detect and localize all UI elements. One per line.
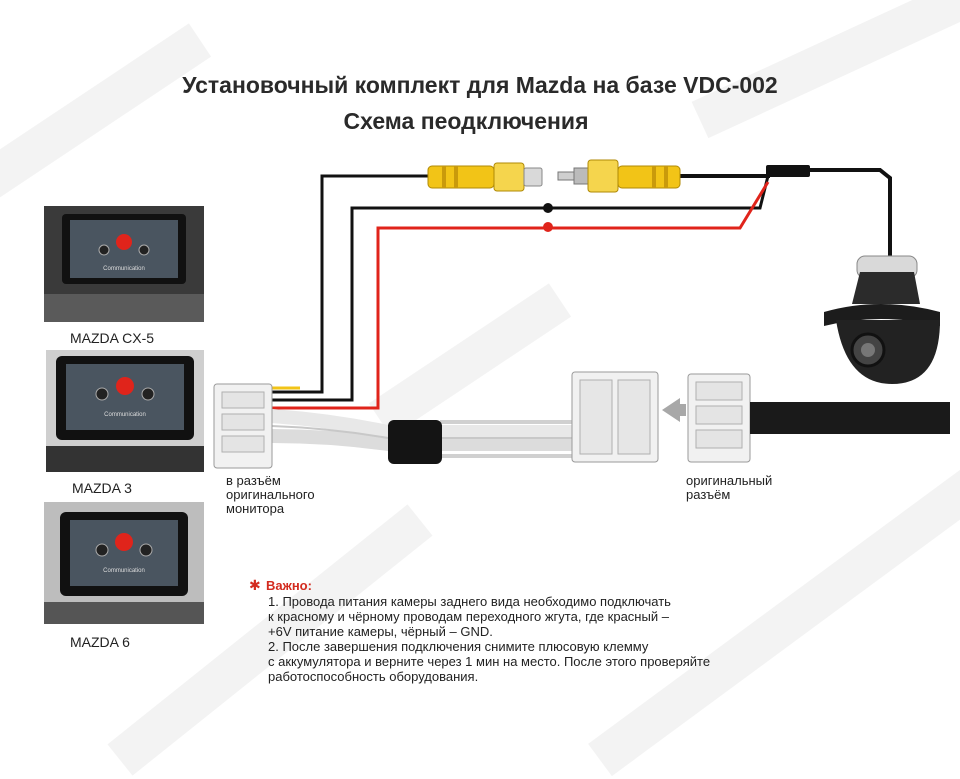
- car-label-mazda3: MAZDA 3: [72, 480, 132, 496]
- diagram-subtitle: Схема пеодключения: [343, 108, 589, 134]
- thumb-mazda6: Communication: [44, 502, 204, 624]
- label-original-2: разъём: [686, 487, 731, 502]
- diagram-title: Установочный комплект для Mazda на базе …: [182, 72, 778, 98]
- car-loom: [750, 402, 950, 434]
- original-connector: [687, 373, 751, 463]
- monitor-connector: [213, 383, 273, 469]
- note-line: работоспособность оборудования.: [268, 669, 479, 684]
- rear-camera: [824, 255, 940, 384]
- screen-caption: Communication: [103, 266, 145, 272]
- thumb-mazda3: Communication: [46, 350, 204, 472]
- screen-caption: Communication: [104, 412, 146, 418]
- label-monitor-2: оригинального: [226, 487, 315, 502]
- cable-splitter: [766, 165, 810, 177]
- adapter-harness: [271, 409, 600, 464]
- car-label-cx5: MAZDA CX-5: [70, 330, 155, 346]
- screen-caption: Communication: [103, 568, 145, 574]
- note-line: с аккумулятора и верните через 1 мин на …: [268, 654, 711, 669]
- note-line: к красному и чёрному проводам переходног…: [268, 609, 669, 624]
- gnd-junction: [543, 203, 553, 213]
- power-wire-red: [270, 181, 770, 410]
- label-original-1: оригинальный: [686, 473, 773, 488]
- label-monitor-1: в разъём: [226, 473, 281, 488]
- rca-male-connector: [427, 162, 543, 192]
- thumb-cx5: Communication: [44, 206, 204, 322]
- label-monitor-3: монитора: [226, 501, 285, 516]
- warning-icon: ✱: [249, 578, 261, 594]
- gnd-wire-black: [270, 175, 770, 402]
- insert-arrow: [662, 398, 686, 422]
- rca-female-connector: [557, 159, 681, 193]
- power-junction: [543, 222, 553, 232]
- note-line: +6V питание камеры, чёрный – GND.: [268, 624, 493, 639]
- note-line: 2. После завершения подключения снимите …: [268, 639, 649, 654]
- car-label-mazda6: MAZDA 6: [70, 634, 130, 650]
- note-heading: Важно:: [266, 578, 312, 593]
- camera-cable: [680, 168, 892, 262]
- note-line: 1. Провода питания камеры заднего вида н…: [268, 594, 671, 609]
- harness-tape: [388, 420, 442, 464]
- video-wire: [270, 174, 430, 394]
- middle-connector: [571, 371, 659, 463]
